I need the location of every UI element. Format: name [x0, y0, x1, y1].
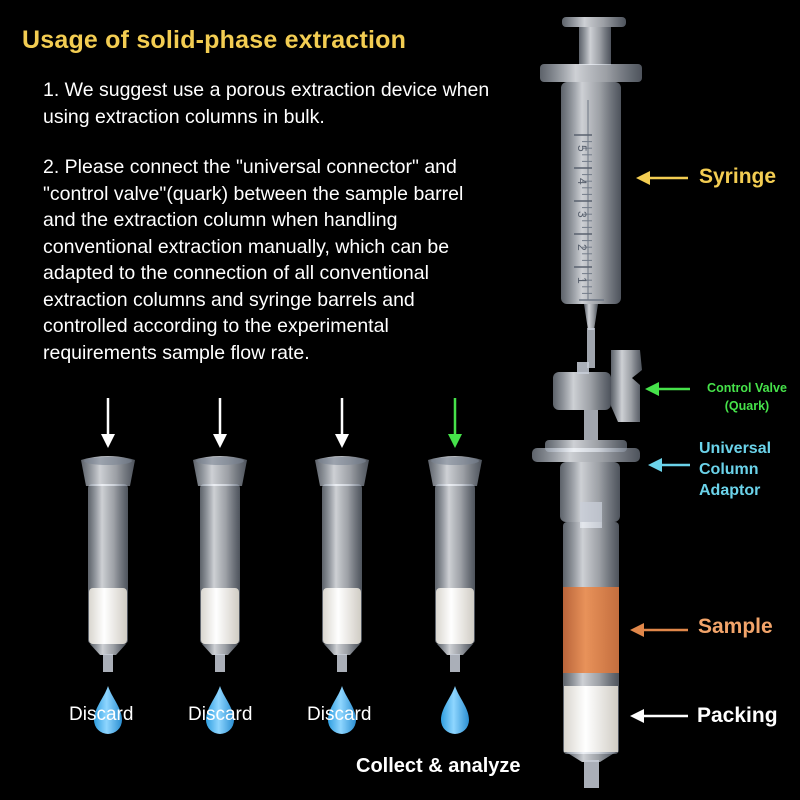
sample-label: Sample	[698, 615, 773, 638]
syringe	[540, 17, 642, 368]
universal-column-adaptor	[532, 440, 640, 528]
page-title: Usage of solid-phase extraction	[22, 26, 407, 54]
control-valve-label: Control Valve (Quark)	[696, 379, 798, 415]
syringe-label: Syringe	[699, 165, 777, 188]
liquid-drop	[206, 686, 234, 734]
syringe-scale-number: 1	[575, 277, 589, 284]
liquid-drop	[441, 686, 469, 734]
collect-label: Collect & analyze	[356, 755, 521, 777]
liquid-drop	[328, 686, 356, 734]
syringe-scale-number: 3	[575, 211, 589, 218]
sample-layer	[563, 587, 619, 673]
universal-adaptor-label: Universal Column Adaptor	[699, 438, 771, 501]
small-column	[315, 398, 369, 734]
small-column	[193, 398, 247, 734]
syringe-scale-number: 2	[575, 244, 589, 251]
packing-layer	[89, 588, 127, 644]
instruction-point-1: 1. We suggest use a porous extraction de…	[43, 79, 490, 128]
instruction-point-2: 2. Please connect the "universal connect…	[43, 156, 464, 364]
small-column	[428, 398, 482, 734]
packing-label: Packing	[697, 704, 778, 727]
packing-layer	[564, 686, 618, 752]
small-columns	[81, 398, 482, 734]
universal-adaptor-label-line3: Adaptor	[699, 482, 761, 499]
syringe-scale-number: 4	[575, 178, 589, 185]
discard-caption-2: Discard	[188, 704, 253, 725]
label-arrows	[630, 171, 690, 723]
extraction-column-main	[563, 522, 619, 788]
liquid-drop	[94, 686, 122, 734]
control-valve-label-line1: Control Valve	[707, 381, 787, 395]
discard-caption-3: Discard	[307, 704, 372, 725]
packing-layer	[436, 588, 474, 644]
packing-layer	[201, 588, 239, 644]
syringe-scale-number: 5	[575, 145, 589, 152]
control-valve	[553, 350, 642, 440]
packing-layer	[323, 588, 361, 644]
discard-caption-1: Discard	[69, 704, 134, 725]
universal-adaptor-label-line1: Universal	[699, 440, 772, 457]
universal-adaptor-label-line2: Column	[699, 461, 759, 478]
control-valve-label-line2: (Quark)	[724, 399, 770, 413]
syringe-scale: 5 4 3 2 1	[574, 134, 592, 294]
small-column	[81, 398, 135, 734]
